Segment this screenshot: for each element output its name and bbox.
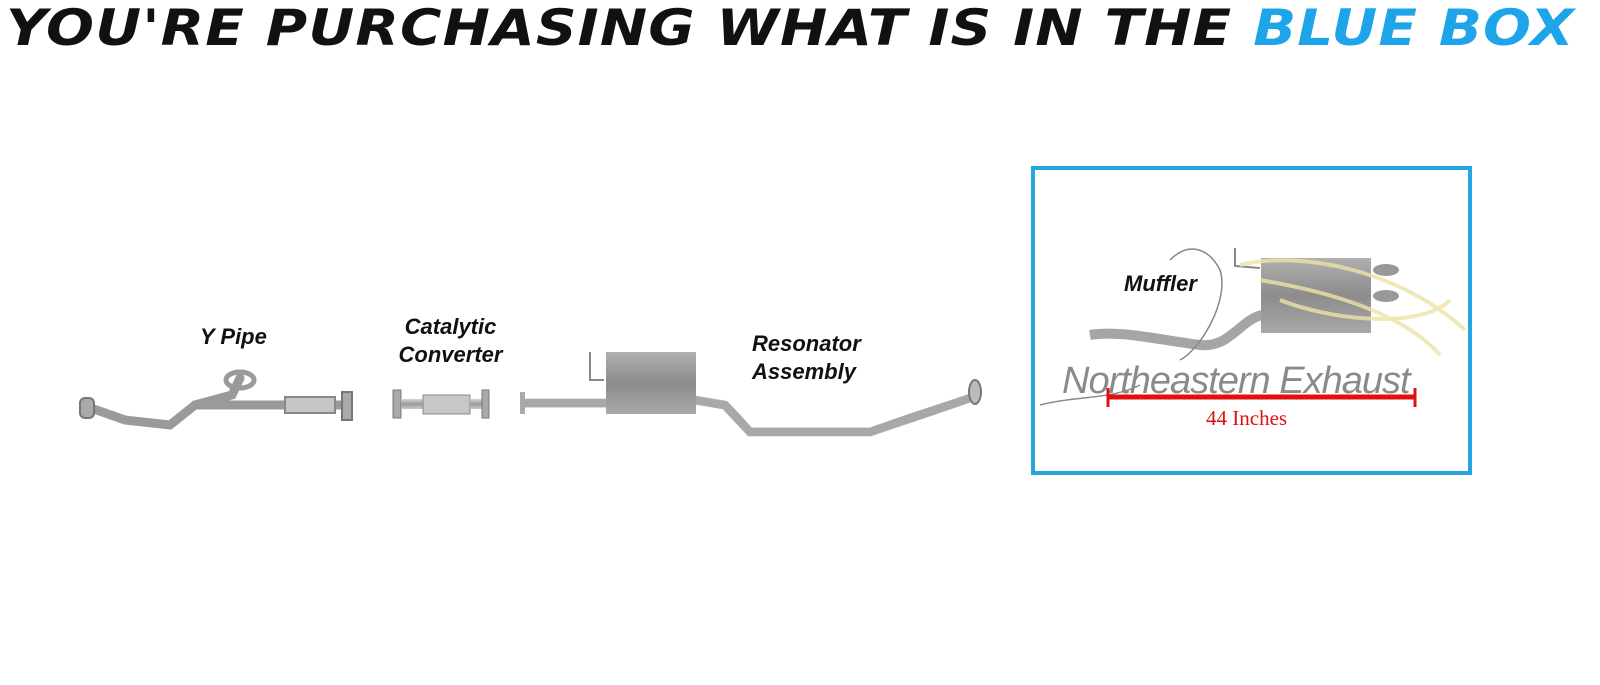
title-highlight: BLUE BOX xyxy=(1253,0,1575,57)
y-pipe-label: Y Pipe xyxy=(200,324,267,349)
y-pipe-part xyxy=(79,369,353,430)
muffler-label: Muffler xyxy=(1124,271,1197,296)
resonator-assembly-label: Resonator Assembly xyxy=(752,330,861,386)
page-title: YOU'RE PURCHASING WHAT IS IN THE BLUE BO… xyxy=(6,0,1575,56)
resonator-assembly-part xyxy=(520,352,982,437)
resonator-line2: Assembly xyxy=(752,359,856,384)
watermark-logo: Northeastern Exhaust xyxy=(1062,360,1411,402)
catalytic-line1: Catalytic xyxy=(404,314,497,339)
measurement-bar xyxy=(1106,388,1417,407)
measurement-label: 44 Inches xyxy=(1206,406,1288,430)
resonator-line1: Resonator xyxy=(752,331,861,356)
muffler-part xyxy=(1039,248,1467,406)
catalytic-converter-label: Catalytic Converter xyxy=(378,313,523,369)
catalytic-converter-part xyxy=(392,389,490,419)
title-prefix: YOU'RE PURCHASING WHAT IS IN THE xyxy=(6,0,1233,57)
catalytic-line2: Converter xyxy=(398,342,503,367)
purchase-highlight-box xyxy=(1031,166,1472,475)
